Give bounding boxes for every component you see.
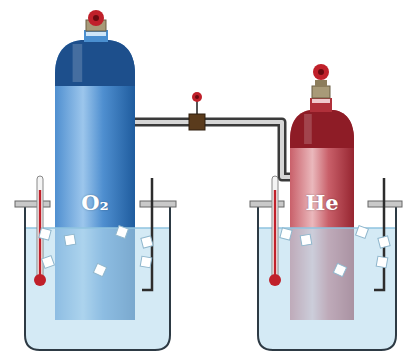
ice-cube	[300, 234, 312, 246]
thermometer	[34, 176, 46, 286]
ice-cube	[39, 228, 51, 240]
cylinder-neck	[84, 10, 108, 42]
gas-label: He	[290, 190, 354, 215]
highlight	[73, 44, 83, 82]
gas-cylinder: O₂	[55, 40, 135, 320]
cylinder-body	[290, 110, 354, 320]
gas-cylinder: He	[290, 110, 354, 320]
cylinder-body	[55, 40, 135, 320]
gas-label: O₂	[55, 190, 135, 215]
connecting-pipe	[135, 122, 290, 177]
highlight	[304, 114, 312, 144]
stirring-rod	[142, 178, 152, 290]
cylinder-shape	[55, 40, 135, 320]
ice-bath	[250, 176, 402, 350]
cylinder-neck	[310, 64, 332, 112]
ice-cube	[356, 226, 369, 239]
ice-cube	[140, 256, 152, 268]
pipe-core	[135, 122, 290, 177]
ice-cube	[333, 263, 346, 276]
thermometer	[269, 176, 281, 286]
valve	[189, 92, 205, 130]
ice-bath	[15, 176, 176, 350]
pipe-outline	[135, 122, 290, 177]
ice-cube	[378, 236, 390, 248]
cylinder-shoulder	[55, 40, 135, 86]
ice-cubes	[39, 226, 390, 277]
cylinder-shape	[290, 110, 354, 320]
cylinder-shoulder	[290, 110, 354, 148]
ice-cube	[64, 234, 76, 246]
ice-cube	[376, 256, 388, 268]
ice-cube	[116, 226, 129, 239]
ice-cube	[93, 263, 106, 276]
ice-cube	[141, 236, 153, 248]
ice-cube	[42, 256, 55, 269]
stirring-rod	[374, 178, 384, 290]
ice-cube	[280, 228, 292, 240]
